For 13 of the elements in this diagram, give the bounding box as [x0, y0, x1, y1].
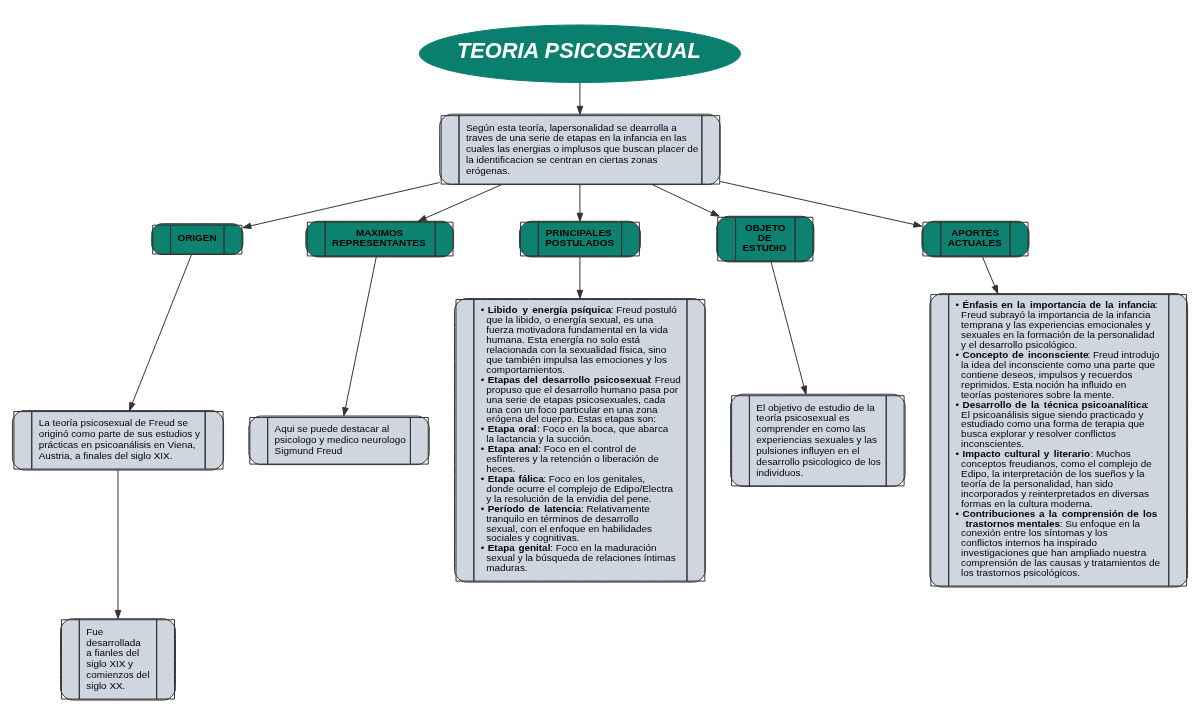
arrow [576, 81, 584, 115]
arrow [770, 261, 808, 395]
arrow [342, 256, 377, 416]
node-ellipse: TEORIA PSICOSEXUAL [418, 23, 741, 83]
arrow [982, 256, 999, 294]
arrow [128, 253, 192, 411]
arrow [651, 183, 720, 217]
arrow [719, 180, 923, 228]
arrow [242, 181, 441, 229]
arrow [576, 256, 584, 299]
arrow [576, 183, 584, 222]
arrow [417, 183, 503, 222]
arrow [114, 469, 122, 619]
